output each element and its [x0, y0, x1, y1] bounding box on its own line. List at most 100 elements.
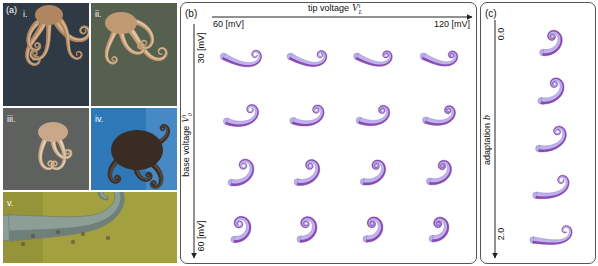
arm-body — [30, 21, 52, 60]
arm-body — [59, 19, 82, 59]
arm-body — [297, 160, 320, 186]
arm-body — [222, 50, 262, 67]
arm-shape — [223, 104, 258, 126]
arm-shape — [297, 217, 317, 243]
arm-shape — [533, 175, 569, 199]
arm-stripe — [289, 50, 327, 66]
skin-spot — [106, 236, 110, 240]
photo — [91, 108, 177, 190]
octopus-mantle — [105, 12, 137, 34]
index-stack: t0 — [181, 113, 193, 116]
photo — [3, 192, 177, 263]
arm-shape — [423, 106, 456, 126]
arm-body — [538, 126, 566, 152]
photo-background — [3, 3, 89, 106]
arm-column — [530, 30, 572, 244]
arm-body — [542, 30, 562, 56]
axis-tick: 120 [mV] — [434, 20, 470, 29]
photo-panel: iv. — [91, 108, 177, 190]
skin-spot — [71, 240, 75, 244]
arm-body — [231, 159, 254, 186]
axis-label: base voltageVt0 — [181, 113, 193, 177]
arm-stripe — [231, 159, 254, 186]
arm-shape — [105, 28, 118, 64]
arm-body — [9, 192, 125, 241]
arm-stripe — [297, 160, 320, 186]
arm-body — [541, 78, 564, 104]
label-text: 0.0 — [496, 28, 506, 41]
label-text: V — [352, 2, 358, 13]
arm-shape — [420, 51, 458, 66]
label-text: V — [180, 117, 191, 123]
panel-label: (b) — [185, 9, 197, 19]
panel-label: iv. — [95, 115, 103, 124]
arm-body — [234, 216, 251, 242]
octopus-mantle — [38, 122, 68, 142]
index-stack: tL — [359, 3, 362, 15]
label-text: b — [481, 115, 492, 120]
arm-body — [422, 51, 458, 66]
label-text: 2.0 — [496, 228, 506, 241]
label-text: 60 [mV] — [213, 19, 244, 29]
axis-arrow — [212, 17, 472, 18]
photo-panel: ii. — [91, 3, 177, 106]
arm-shape — [360, 160, 385, 185]
arm-shape — [363, 217, 383, 242]
arm-shape — [294, 160, 320, 186]
arm-shape — [220, 50, 261, 67]
arm-stripe — [31, 21, 49, 59]
photo-panel: iii. — [3, 108, 89, 190]
arm-body — [533, 225, 573, 244]
label-text: 60 [mV] — [195, 220, 205, 251]
panel-label: ii. — [95, 10, 102, 19]
figure-panel: (c) — [480, 2, 596, 264]
arm-stripe — [300, 217, 317, 243]
arm-stripe — [363, 160, 386, 185]
arm-stripe — [429, 160, 451, 185]
arm-stripe — [422, 51, 458, 66]
photo-background — [91, 108, 177, 190]
arm-stripe — [358, 105, 390, 125]
arm-shape — [429, 217, 449, 242]
arm-body — [300, 217, 317, 243]
arm-stripe — [355, 51, 392, 67]
label-text: tip voltage — [308, 3, 349, 13]
axis-tick: 60 [mV] — [196, 220, 205, 251]
axis-label: adaptationb — [482, 115, 492, 165]
arm-stripe — [59, 21, 82, 59]
photo-panel: i. — [3, 3, 89, 106]
arm-stripe — [538, 126, 566, 152]
arm-shape — [287, 50, 327, 66]
arm-shape — [354, 51, 393, 67]
arm-stripe — [27, 21, 41, 51]
axis-tick: 30 [mV] — [196, 32, 205, 63]
skin-spot — [21, 242, 25, 246]
photo — [91, 3, 177, 106]
octopus-mantle — [111, 130, 163, 170]
skin-spot — [56, 230, 60, 234]
arm-stripe — [225, 104, 258, 126]
arm-body — [225, 104, 258, 126]
arm-shape — [538, 78, 564, 104]
axis-arrow — [194, 24, 195, 258]
arm-stripe — [105, 30, 118, 64]
arm-stripe — [432, 217, 449, 242]
axis-tick: 0.0 — [497, 28, 506, 41]
label-text: 0 — [187, 113, 193, 116]
arm-body — [27, 21, 41, 51]
arm-stripe — [425, 106, 456, 126]
label-text: t — [181, 113, 187, 116]
arm-body — [429, 160, 451, 185]
axis-arrow — [495, 20, 496, 258]
arm-shape — [426, 160, 451, 185]
arm-shape — [530, 225, 572, 244]
arm-stripe — [234, 216, 251, 242]
arm-shape — [58, 18, 82, 59]
arm-body — [425, 106, 456, 126]
arm-shape — [228, 159, 254, 186]
photo — [3, 108, 89, 190]
arm-shape — [290, 105, 324, 126]
label-text: L — [359, 9, 362, 15]
photo-panel: v. — [3, 192, 177, 263]
